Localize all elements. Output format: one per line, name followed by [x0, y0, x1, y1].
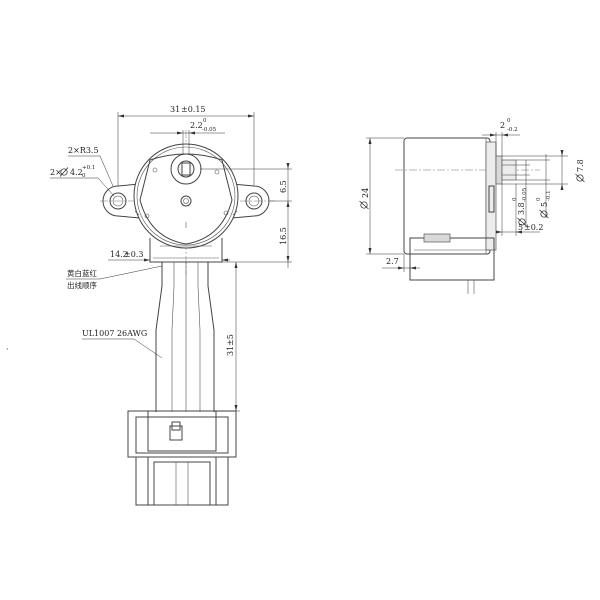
dim-body-diameter: 24	[359, 137, 404, 255]
shaft-offset-value: 2.2	[190, 121, 203, 130]
cable-length-value: 31	[226, 346, 235, 356]
side-wire-housing	[409, 237, 495, 281]
collar-tol-lower: -0.2	[507, 127, 518, 133]
side-shaft	[501, 159, 517, 181]
shaft-diameter-value: 5	[540, 202, 549, 207]
flat-size-tol-upper: 0	[512, 197, 518, 201]
shaft-to-hole-value: 6.5	[279, 180, 288, 193]
dim-base-offset: 2.7	[382, 254, 420, 272]
dim-mount-hole: 2× 4.2 +0.1 0	[50, 165, 115, 197]
tab-width-value: 14.2	[110, 250, 128, 259]
wire-bundle	[155, 262, 215, 412]
dim-overall-width: 31 ±0.15	[117, 105, 255, 186]
diameter-symbol-icon	[575, 173, 585, 183]
wire-connector	[127, 410, 237, 506]
mount-hole-tol-upper: +0.1	[82, 165, 95, 171]
flat-size-value: 3.8	[517, 202, 526, 215]
cable-spec-note: UL1007 26AWG	[82, 329, 163, 359]
dim-hole-to-tab: 16.5	[222, 201, 292, 268]
body-diameter-value: 24	[361, 188, 370, 198]
stray-mark: ·	[6, 345, 9, 354]
wire-order-label: 出线顺序	[67, 280, 97, 290]
side-view: 2 0 -0.2 24	[359, 118, 585, 294]
flat-size-tol-lower: -0.05	[522, 187, 528, 202]
diameter-symbol-icon	[539, 209, 549, 219]
front-view: 31 ±0.15 2.2 0 -0.05 2×R3.5 2×	[6, 105, 292, 506]
cable-spec-label: UL1007 26AWG	[82, 329, 147, 338]
shaft-offset-tol-upper: 0	[203, 118, 207, 124]
base-offset-value: 2.7	[386, 257, 399, 266]
mount-radius-label: 2×R3.5	[68, 146, 99, 155]
hole-to-tab-value: 16.5	[279, 227, 288, 245]
dim-shaft-length: 5 ±0.2	[496, 184, 543, 236]
mount-hole-tol-lower: 0	[82, 173, 86, 179]
left-mount-hole	[109, 192, 127, 210]
dim-collar-length: 2 0 -0.2	[482, 118, 520, 156]
dim-mount-radius: 2×R3.5	[68, 146, 114, 187]
shaft-diameter-tol-upper: 0	[536, 197, 542, 201]
tab-width-tolerance: ±0.3	[124, 250, 143, 259]
diameter-symbol-icon	[517, 217, 527, 227]
overall-width-value: 31	[170, 105, 180, 114]
overall-width-tolerance: ±0.15	[181, 105, 206, 114]
dim-cable-length: 31 ±5	[214, 262, 240, 412]
shaft-offset-tol-lower: -0.05	[202, 127, 217, 133]
dim-flat-size: 3.8 0 -0.05	[512, 160, 530, 227]
collar-tol-upper: 0	[507, 118, 511, 124]
shaft-length-value: 5	[518, 223, 523, 232]
mounting-flange	[102, 183, 270, 219]
dim-shaft-offset: 2.2 0 -0.05	[150, 118, 225, 155]
wire-color-label: 黄白蓝红	[67, 268, 97, 278]
right-mount-hole	[245, 192, 263, 210]
diameter-symbol-icon	[59, 167, 69, 177]
cable-length-tolerance: ±5	[226, 334, 235, 346]
collar-length-value: 2	[500, 121, 505, 130]
mount-hole-dia: 4.2	[70, 168, 83, 177]
dim-tab-width: 14.2 ±0.3	[108, 250, 230, 262]
center-rivet	[180, 195, 192, 207]
side-shaft-collar	[495, 155, 503, 185]
dim-shaft-to-hole: 6.5	[200, 163, 292, 207]
mount-hole-prefix: 2×	[50, 168, 62, 177]
shaft-diameter-tol-lower: -0.1	[546, 190, 552, 201]
diameter-symbol-icon	[359, 200, 369, 210]
dim-shaft-diameter: 5 0 -0.1	[516, 154, 552, 219]
shaft-length-tolerance: ±0.2	[524, 223, 543, 232]
flat-diameter-value: 7.8	[576, 159, 585, 172]
wire-order-note: 黄白蓝红 出线顺序	[66, 265, 163, 290]
dim-flat-diameter: 7.8	[502, 150, 585, 190]
